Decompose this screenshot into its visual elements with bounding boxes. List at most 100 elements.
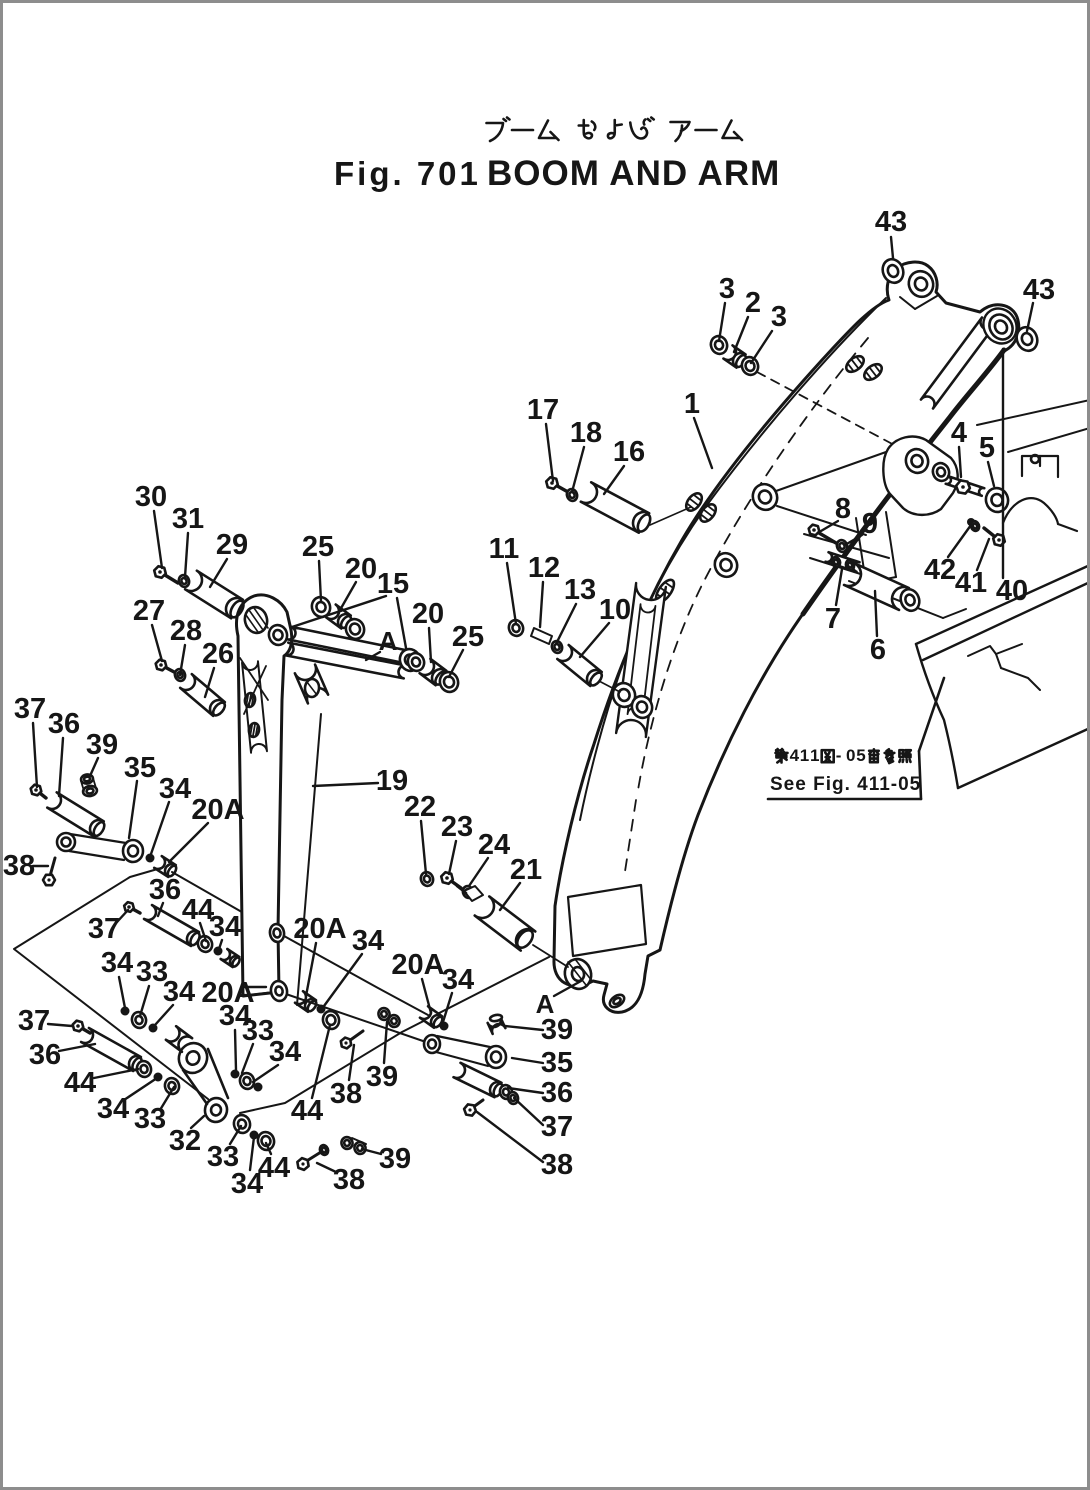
leader-line-34-56 [251,1063,280,1084]
callout-33-51: 33 [136,956,168,988]
leader-line-7-32 [834,567,844,607]
leader-line-34-50 [117,975,127,1010]
callout-34-71: 34 [231,1168,263,1200]
callout-18-7: 18 [570,417,602,449]
callout-37-34: 37 [14,693,46,725]
leader-line-13-15 [554,602,578,646]
leader-line-34-58 [322,952,364,1008]
callout-33-68: 33 [134,1103,166,1135]
callout-38-62: 38 [330,1078,362,1110]
callout-leaders [31,235,1035,1174]
leader-line-3-3 [749,329,774,365]
callout-31-18: 31 [172,503,204,535]
leader-line-35-37 [127,779,139,840]
leader-line-8-11 [819,519,840,533]
callout-15-22: 15 [377,568,409,600]
leader-line-42-29 [946,523,973,559]
callout-28-26: 28 [170,615,202,647]
svg-text:1: 1 [810,746,819,765]
callout-6-33: 6 [870,634,886,666]
callout-34-60: 34 [442,964,474,996]
leader-line-37-64 [46,1022,74,1028]
leader-line-33-68 [158,1085,176,1112]
page-title: BOOM AND ARM [487,154,780,193]
callout-33-70: 33 [207,1141,239,1173]
callout-44-47: 44 [182,894,214,926]
leader-line-33-55 [240,1042,255,1075]
callout-36-77: 36 [541,1077,573,1109]
callout-38-40: 38 [3,850,35,882]
leader-line-16-8 [602,464,626,496]
callout-37-64: 37 [18,1005,50,1037]
callout-40-31: 40 [996,575,1028,607]
leader-line-36-77 [506,1086,545,1095]
callout-30-17: 30 [135,481,167,513]
leader-line-36-65 [57,1042,97,1053]
leader-line-12-14 [538,580,545,629]
leader-line-4-9 [957,445,963,479]
title-japanese [485,116,744,143]
callout-34-54: 34 [219,1000,251,1032]
leader-line-36-35 [57,736,65,798]
leader-line-34-38 [149,800,171,856]
callout-11-13: 11 [489,533,520,565]
leader-line-20a-39 [167,821,210,864]
leader-line-41-30 [975,537,991,572]
callout-20-23: 20 [412,598,444,630]
callout-25-24: 25 [452,621,484,653]
callout-34-67: 34 [97,1093,129,1125]
callout-5-10: 5 [979,432,995,464]
callout-8-11: 8 [835,493,851,525]
leader-line-34-71 [248,1135,256,1172]
callout-2-2: 2 [745,287,761,319]
leader-line-34-52 [153,1003,175,1027]
leader-line-5-10 [986,460,996,488]
callout-27-25: 27 [133,595,165,627]
leader-line-32-69 [189,1114,206,1130]
leader-line-25-24 [447,648,465,679]
callout-39-74: 39 [379,1143,411,1175]
callout-34-38: 34 [159,773,191,805]
callout-16-8: 16 [613,436,645,468]
callout-20a-57: 20A [293,913,346,945]
leader-line-30-17 [152,509,164,570]
leader-line-34-48 [217,938,224,951]
callout-44-66: 44 [64,1067,96,1099]
callout-26-27: 26 [202,638,234,670]
leader-line-21-45 [498,881,522,912]
callout-1-5: 1 [684,388,700,420]
callout-39-75: 39 [541,1014,573,1046]
callout-10-16: 10 [599,594,631,626]
leader-line-3-1 [717,301,727,343]
leader-line-15-22 [290,594,388,629]
callout-37-49: 37 [88,913,120,945]
leader-line-44-61 [310,1023,332,1100]
leader-line-43-4 [1025,301,1035,333]
callout-43-0: 43 [875,206,907,238]
leader-line-33-70 [228,1124,243,1146]
leader-line-20-21 [338,580,358,612]
drawing-linework [13,257,1090,1172]
leader-line-20-23 [427,626,433,664]
callout-4-9: 4 [951,417,967,449]
callout-24-44: 24 [478,829,510,861]
callout-41-30: 41 [955,567,987,599]
callout-25-20: 25 [302,531,334,563]
svg-text:5: 5 [856,746,865,765]
leader-line-26-27 [203,666,216,699]
callout-20-21: 20 [345,553,377,585]
callout-29-19: 29 [216,529,248,561]
leader-line-20a-57 [304,941,318,998]
leader-line-39-75 [503,1024,545,1032]
leader-line-44-47 [198,921,208,943]
callout-13-15: 13 [564,574,596,606]
figure-number: Fig. 701 [334,155,481,192]
callout-19-41: 19 [376,765,408,797]
callout-a-28: A [379,626,398,656]
leader-line-33-51 [138,984,151,1018]
leader-line-37-34 [31,721,39,789]
callout-12-14: 12 [528,552,560,584]
